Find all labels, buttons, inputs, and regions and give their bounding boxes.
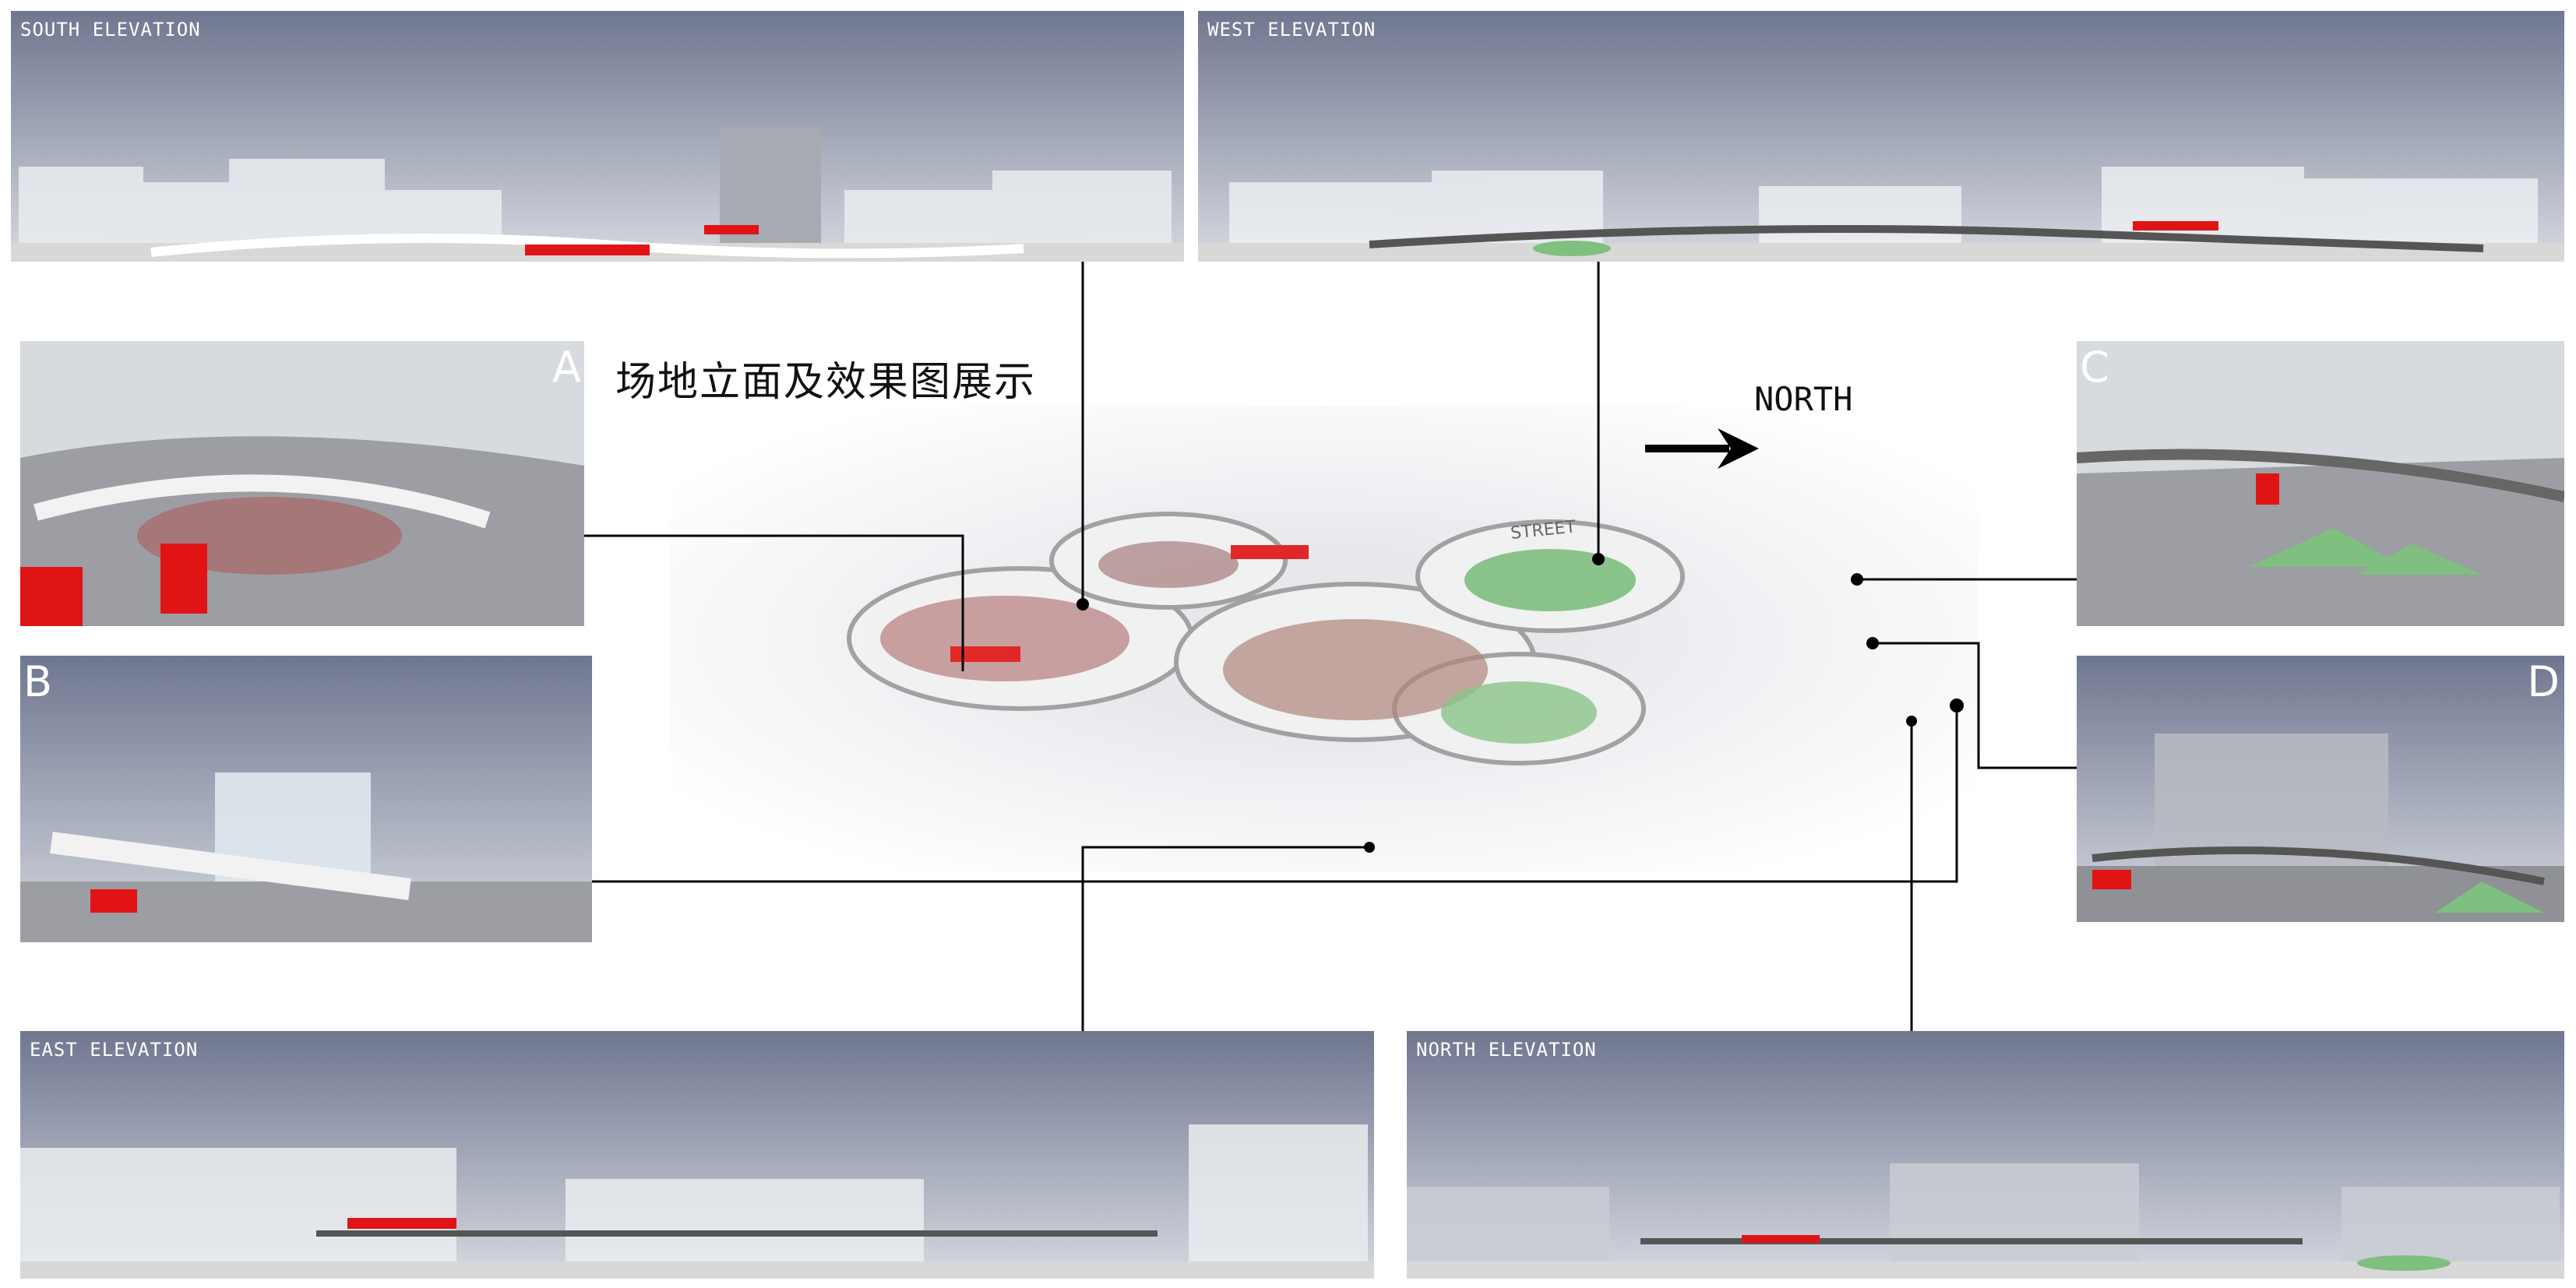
east-elevation-render [20, 1031, 1374, 1279]
view-c-panel: C [2077, 341, 2564, 626]
leader-east [1081, 846, 1369, 1031]
west-elevation-label: WEST ELEVATION [1207, 19, 1376, 40]
west-elevation-render [1198, 11, 2564, 262]
east-elevation-panel: EAST ELEVATION [20, 1031, 1374, 1279]
view-a-letter: A [552, 343, 581, 392]
view-a-render [20, 341, 584, 626]
south-elevation-panel: SOUTH ELEVATION [11, 11, 1184, 262]
view-b-panel: B [20, 656, 592, 942]
north-elevation-render [1407, 1031, 2564, 1279]
view-c-letter: C [2080, 343, 2109, 392]
view-b-letter: B [23, 657, 53, 706]
south-elevation-render [11, 11, 1184, 262]
page-title: 场地立面及效果图展示 [615, 359, 1037, 406]
north-elevation-panel: NORTH ELEVATION [1407, 1031, 2564, 1279]
view-a-panel: A [20, 341, 584, 626]
east-elevation-label: EAST ELEVATION [30, 1039, 199, 1061]
view-d-letter: D [2527, 657, 2560, 706]
aerial-site-render: STREET [670, 405, 1979, 872]
view-b-render [20, 656, 592, 942]
view-d-panel: D [2077, 656, 2564, 922]
south-elevation-label: SOUTH ELEVATION [20, 19, 201, 40]
north-label: NORTH [1754, 380, 1853, 418]
view-c-render [2077, 341, 2564, 626]
north-elevation-label: NORTH ELEVATION [1416, 1039, 1597, 1061]
west-elevation-panel: WEST ELEVATION [1198, 11, 2564, 262]
view-d-render [2077, 656, 2564, 922]
arrow-right-icon [1645, 428, 1759, 469]
